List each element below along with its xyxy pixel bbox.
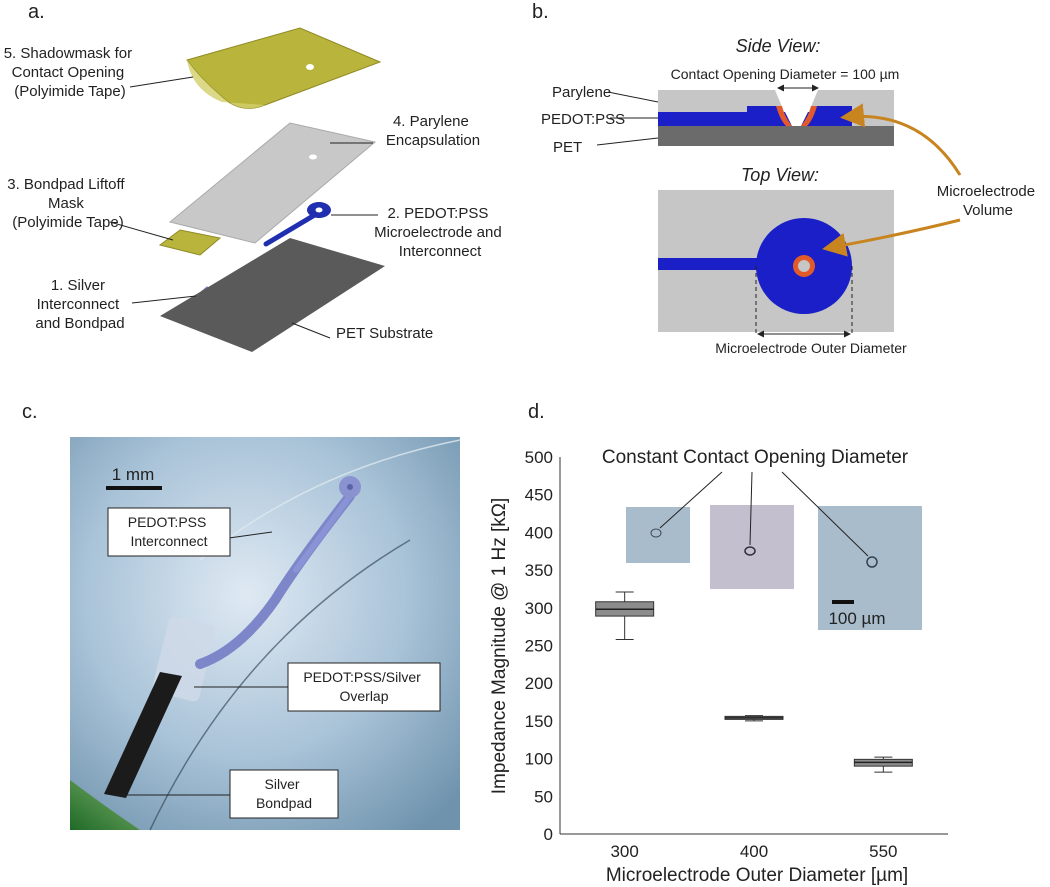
volume-arrow-top bbox=[822, 218, 961, 257]
photo-pedot-neck bbox=[293, 493, 353, 573]
shadowmask-hole-shape bbox=[306, 64, 314, 70]
panel-d-letter: d. bbox=[528, 401, 545, 423]
photo-electrode-opening bbox=[347, 484, 353, 490]
layer-label-pedot: PEDOT:PSS bbox=[541, 111, 625, 128]
y-tick-label: 300 bbox=[525, 599, 553, 618]
inset-scale-label: 100 µm bbox=[828, 609, 885, 628]
panel-c-letter: c. bbox=[22, 401, 38, 423]
volume-arrow-side bbox=[840, 103, 962, 176]
y-tick-label: 450 bbox=[525, 486, 553, 505]
y-tick-label: 250 bbox=[525, 637, 553, 656]
panel-b: b. Side View: Contact Opening Diameter =… bbox=[532, 1, 1040, 356]
leader-pet bbox=[596, 137, 659, 146]
callout-box-overlap bbox=[287, 662, 441, 712]
leader-line-pet bbox=[291, 322, 331, 339]
liftoff-mask-shape bbox=[158, 229, 222, 256]
inset-micrograph-300 bbox=[626, 507, 690, 563]
photo-scale-bar bbox=[106, 486, 162, 490]
x-tick-label: 550 bbox=[869, 842, 897, 861]
leader-line-5 bbox=[129, 76, 194, 88]
leader-parylene bbox=[607, 91, 659, 103]
top-contact-opening bbox=[798, 260, 810, 272]
inset-opening-300 bbox=[650, 528, 662, 538]
y-tick-label: 100 bbox=[525, 750, 553, 769]
pedot-electrode-hole-shape bbox=[315, 207, 323, 213]
layer-label-parylene: Parylene bbox=[552, 84, 611, 101]
panel-a: a. 5. Shadowmask for Contact Opening (P bbox=[4, 1, 506, 352]
annotation-line-550 bbox=[781, 471, 869, 557]
y-tick-label: 200 bbox=[525, 674, 553, 693]
side-view-title: Side View: bbox=[736, 36, 821, 56]
side-volume-left bbox=[776, 106, 792, 126]
photo-film-edge-2 bbox=[149, 539, 411, 831]
leader-line-3 bbox=[109, 221, 174, 241]
x-tick-label: 300 bbox=[610, 842, 638, 861]
top-view-title: Top View: bbox=[741, 165, 819, 185]
label-shadowmask: 5. Shadowmask for Contact Opening (Polyi… bbox=[4, 45, 137, 100]
callout-box-bondpad bbox=[229, 769, 339, 819]
y-tick-label: 150 bbox=[525, 712, 553, 731]
y-axis-title: Impedance Magnitude @ 1 Hz [kΩ] bbox=[489, 498, 510, 794]
callout-bondpad: Silver Bondpad bbox=[256, 776, 312, 811]
photo-silver-bondpad bbox=[104, 672, 182, 798]
x-tick-label: 400 bbox=[740, 842, 768, 861]
outer-diameter-label: Microelectrode Outer Diameter bbox=[715, 340, 907, 356]
inset-opening-550 bbox=[866, 556, 878, 568]
label-parylene: 4. Parylene Encapsulation bbox=[386, 113, 480, 149]
contact-opening-label: Contact Opening Diameter = 100 µm bbox=[671, 66, 900, 82]
label-pet-substrate: PET Substrate bbox=[336, 325, 433, 342]
pet-substrate-shape bbox=[160, 238, 385, 352]
side-volume-right bbox=[801, 106, 817, 126]
annotation-line-300 bbox=[659, 471, 723, 529]
leader-line-1 bbox=[131, 295, 197, 304]
annotation-constant-opening: Constant Contact Opening Diameter bbox=[602, 447, 909, 468]
x-axis-title: Microelectrode Outer Diameter [µm] bbox=[606, 865, 908, 886]
side-pet-layer bbox=[658, 126, 894, 146]
y-tick-label: 400 bbox=[525, 523, 553, 542]
callout-overlap: PEDOT:PSS/Silver Overlap bbox=[303, 669, 424, 704]
label-liftoff-mask: 3. Bondpad Liftoff Mask (Polyimide Tape) bbox=[7, 176, 129, 231]
callout-box-interconnect bbox=[107, 507, 231, 557]
side-pedot-base bbox=[658, 112, 852, 126]
annotation-line-400 bbox=[749, 471, 753, 546]
layer-label-pet: PET bbox=[553, 139, 582, 156]
parylene-hole-shape bbox=[309, 154, 317, 160]
y-tick-label: 500 bbox=[525, 448, 553, 467]
y-tick-labels: 0 50 100 150 200 250 300 350 400 450 500 bbox=[525, 448, 553, 844]
parylene-sheet-shape bbox=[168, 122, 377, 244]
shadowmask-curl-shape bbox=[187, 60, 265, 109]
side-contact-opening bbox=[782, 106, 811, 126]
callout-line-interconnect bbox=[228, 531, 273, 539]
photo-scale-label: 1 mm bbox=[112, 465, 155, 484]
inset-micrograph-550 bbox=[818, 506, 922, 630]
y-tick-label: 350 bbox=[525, 561, 553, 580]
photo-green-edge bbox=[70, 780, 140, 830]
panel-d: d. 0 50 100 150 200 250 300 350 400 450 500 300 400… bbox=[489, 401, 948, 886]
y-tick-label: 0 bbox=[544, 825, 553, 844]
panel-b-letter: b. bbox=[532, 1, 549, 23]
y-tick-label: 50 bbox=[534, 787, 553, 806]
inset-scale-bar bbox=[832, 600, 854, 604]
label-silver: 1. Silver Interconnect and Bondpad bbox=[35, 277, 124, 332]
x-tick-labels: 300 400 550 bbox=[610, 842, 897, 861]
boxplot-axes bbox=[559, 457, 948, 835]
boxplot-marks bbox=[595, 591, 913, 773]
pedot-interconnect-shape bbox=[263, 210, 321, 247]
panel-a-letter: a. bbox=[28, 1, 45, 23]
inset-opening-400 bbox=[744, 546, 756, 556]
label-pedot: 2. PEDOT:PSS Microelectrode and Intercon… bbox=[374, 205, 506, 260]
callout-interconnect: PEDOT:PSS Interconnect bbox=[128, 514, 210, 549]
panel-c: c. 1 mm PEDOT:PSS Interconnect PEDOT:PSS… bbox=[22, 401, 461, 831]
top-interconnect bbox=[658, 258, 768, 270]
volume-label: Microelectrode Volume bbox=[937, 183, 1040, 219]
